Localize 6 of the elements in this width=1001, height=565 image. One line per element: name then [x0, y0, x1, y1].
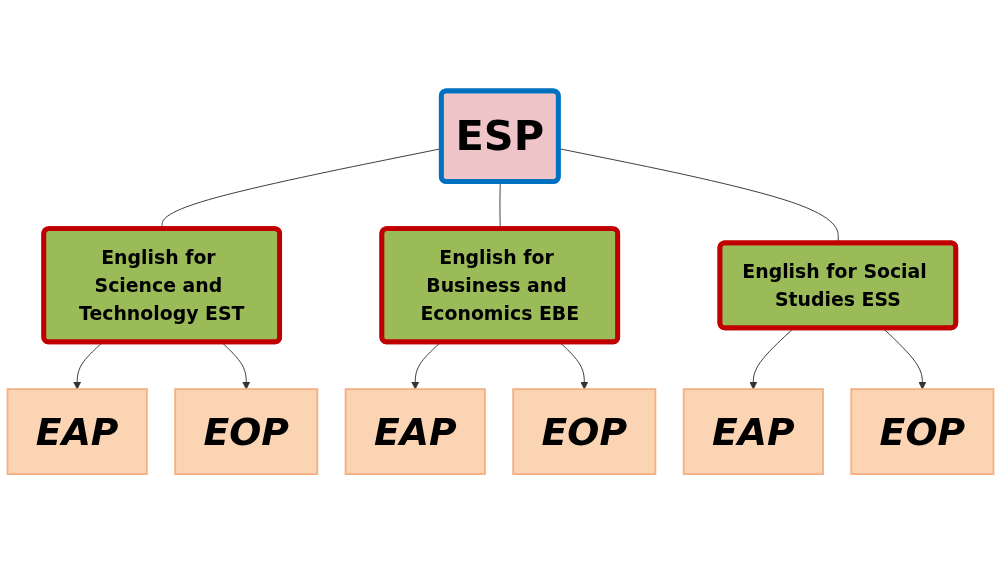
node-box: EOP — [850, 388, 995, 475]
node-box: EAP — [344, 388, 486, 475]
node-box: EOP — [174, 388, 319, 475]
node-box: EOP — [512, 388, 657, 475]
node-box: EAP — [682, 388, 824, 475]
node-box: EAP — [6, 388, 148, 475]
